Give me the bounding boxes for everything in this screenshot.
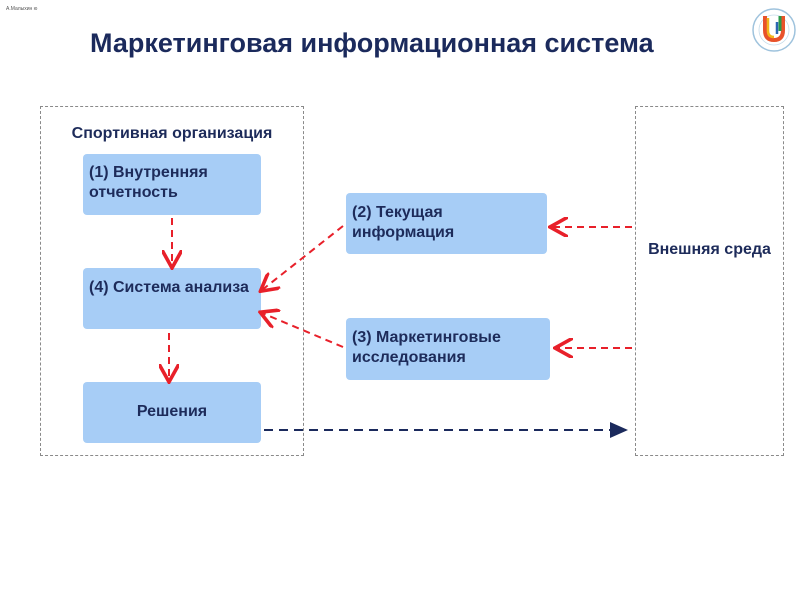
external-environment-label: Внешняя среда <box>648 241 771 258</box>
external-environment-container <box>635 106 784 456</box>
arrow-research-to-analysis <box>262 313 344 348</box>
university-logo <box>752 8 796 52</box>
author-note: А.Малыхин ю <box>6 6 38 12</box>
organization-label: Спортивная организация <box>71 125 273 142</box>
internal-reporting-box: (1) Внутренняя отчетность <box>83 154 261 215</box>
page-title: Маркетинговая информационная система <box>90 28 654 58</box>
analysis-system-box: (4) Система анализа <box>83 268 261 329</box>
current-information-box: (2) Текущая информация <box>346 193 547 254</box>
decisions-box: Решения <box>83 382 261 443</box>
marketing-research-box: (3) Маркетинговые исследования <box>346 318 550 380</box>
arrow-current-to-analysis <box>262 225 344 290</box>
organization-container <box>40 106 304 456</box>
